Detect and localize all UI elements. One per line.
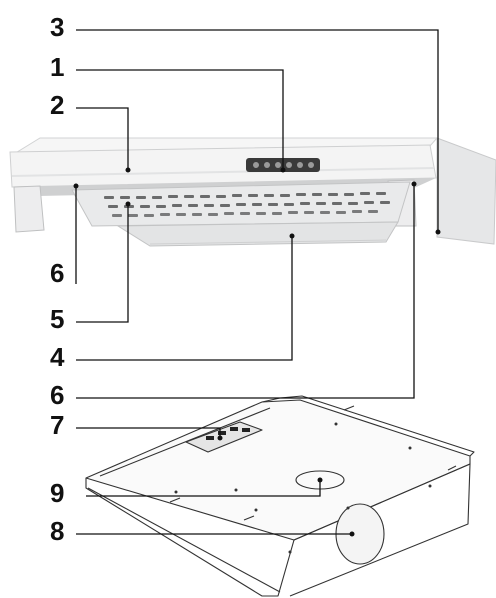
control-button (253, 162, 259, 168)
callout-7: 7 (50, 410, 64, 440)
control-button (286, 162, 292, 168)
callout-1: 1 (50, 52, 64, 82)
leader-9 (86, 480, 321, 497)
leader-6b (76, 184, 415, 399)
control-button (264, 162, 270, 168)
leader-7 (76, 427, 221, 438)
switch-block (185, 421, 263, 453)
callout-6b: 6 (50, 380, 64, 410)
leader-5 (76, 204, 129, 323)
control-button (275, 162, 281, 168)
callout-numbers: 3 1 2 6 5 4 6 7 9 8 (50, 12, 65, 546)
leader-2 (76, 107, 129, 170)
callout-9: 9 (50, 478, 64, 508)
leader-3 (76, 29, 439, 232)
callout-4: 4 (50, 342, 65, 372)
control-button (308, 162, 314, 168)
leader-1 (76, 69, 284, 170)
lamp-bracket-left (13, 185, 45, 233)
callout-6a: 6 (50, 258, 64, 288)
leader-lines (73, 29, 441, 537)
control-button (297, 162, 303, 168)
callout-3: 3 (50, 12, 64, 42)
callout-8: 8 (50, 516, 64, 546)
callout-5: 5 (50, 304, 64, 334)
rear-visor (116, 221, 399, 247)
callout-2: 2 (50, 90, 64, 120)
leader-4 (76, 236, 293, 361)
hood-photo (9, 137, 496, 247)
